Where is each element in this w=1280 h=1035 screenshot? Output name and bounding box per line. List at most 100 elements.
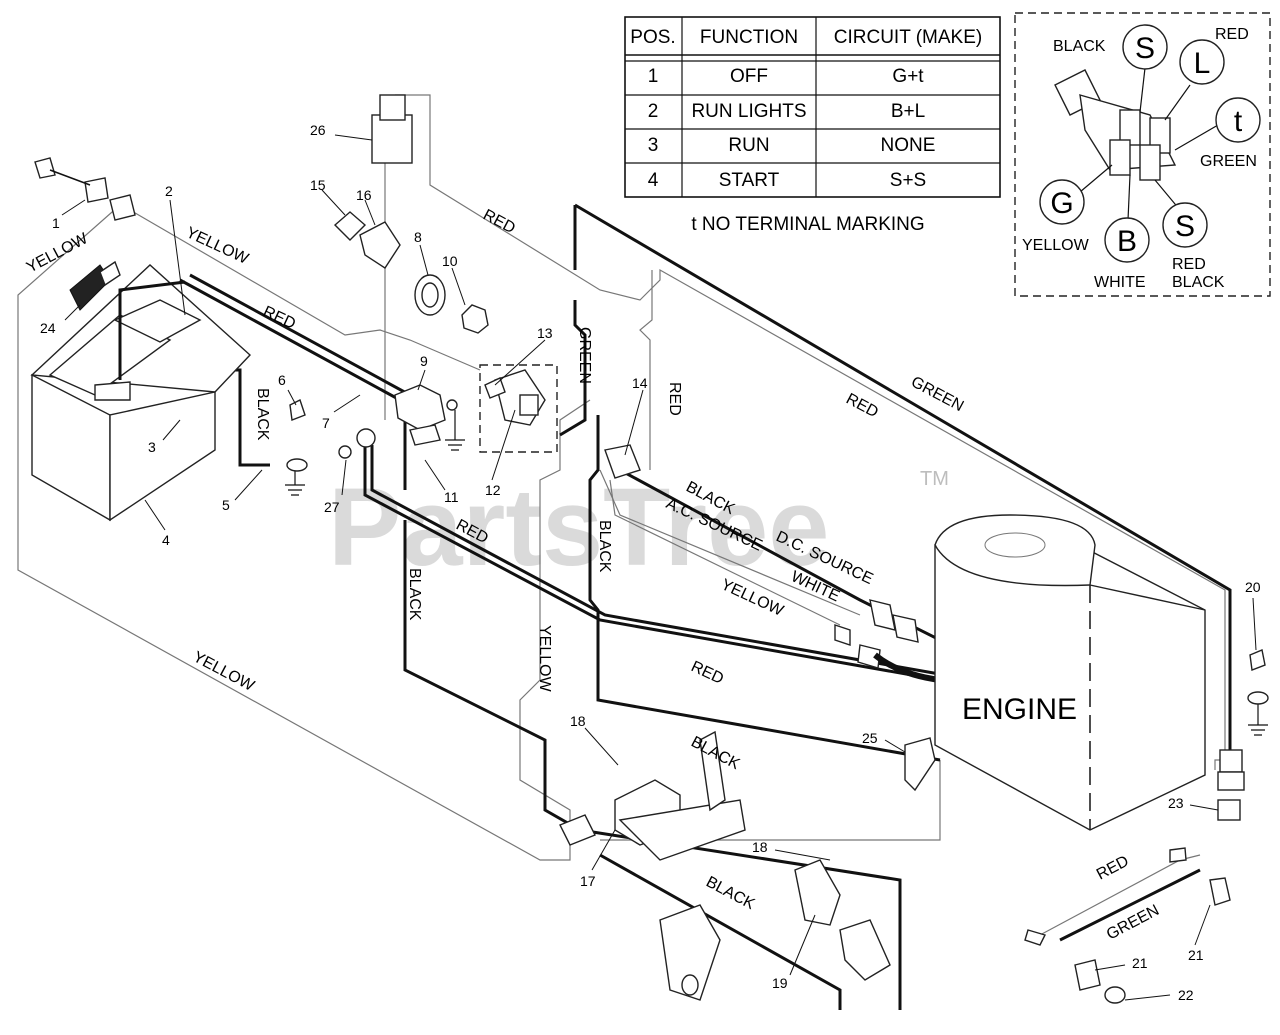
part-numbers: 1 2 3 4 5 6 7 8 9 10 11 12 13 14 15 16 1… (40, 122, 1261, 1003)
part-number: 8 (414, 229, 422, 245)
part-number: 4 (162, 532, 170, 548)
wire-label: YELLOW (183, 224, 251, 268)
wire-label: RED (666, 382, 683, 416)
table-cell: OFF (730, 66, 768, 87)
part-number: 26 (310, 122, 326, 138)
terminal-label: GREEN (1200, 153, 1257, 170)
terminal-label: RED (1215, 26, 1249, 43)
part-16 (359, 221, 401, 269)
part-number: 5 (222, 497, 230, 513)
ignition-terminal-diagram: S L t G B S BLACK RED GREEN YELLOW WHITE… (1022, 24, 1261, 291)
part-25 (904, 737, 936, 792)
ignition-switch-frame (479, 364, 558, 453)
part-number: 24 (40, 320, 56, 336)
part-number: 21 (1188, 947, 1204, 963)
part-number: 13 (537, 325, 553, 341)
terminal-b: B (1117, 225, 1137, 258)
terminal-g: G (1050, 187, 1073, 220)
terminal-label: BLACK (1053, 38, 1106, 55)
part-number: 2 (165, 183, 173, 199)
table-cell: START (719, 170, 780, 191)
table-cell: RUN LIGHTS (691, 101, 806, 122)
table-cell: S+S (890, 170, 926, 191)
wire-label: GREEN (576, 327, 593, 384)
part-number: 7 (322, 415, 330, 431)
wire-label: RED (480, 207, 518, 238)
terminal-label: YELLOW (1022, 237, 1090, 254)
wire-label: BLACK (703, 874, 758, 914)
part-number: 3 (148, 439, 156, 455)
wire-label: GREEN (1104, 902, 1162, 944)
part-number: 23 (1168, 795, 1184, 811)
battery (30, 264, 252, 522)
table-cell: 4 (648, 170, 659, 191)
wire-label: RED (1094, 853, 1132, 884)
part-9-solenoid (394, 384, 446, 431)
watermark-tm: TM (920, 468, 949, 490)
part-number: 18 (570, 713, 586, 729)
table-cell: 3 (648, 135, 659, 156)
table-cell: B+L (891, 101, 925, 122)
table-header-function: FUNCTION (700, 27, 798, 48)
terminal-label: WHITE (1094, 274, 1146, 291)
part-number: 27 (324, 499, 340, 515)
part-21-light (1209, 877, 1231, 906)
part-number: 14 (632, 375, 648, 391)
wire-label: YELLOW (536, 625, 553, 693)
engine-label: ENGINE (962, 693, 1077, 726)
part-number: 6 (278, 372, 286, 388)
part-23-connector (1219, 749, 1243, 773)
part-number: 19 (772, 975, 788, 991)
watermark-brand: PartsTree (328, 466, 829, 589)
table-cell: 2 (648, 101, 659, 122)
terminal-t: t (1234, 105, 1243, 138)
part-number: 20 (1245, 579, 1261, 595)
table-cell: G+t (892, 66, 924, 87)
part-number: 15 (310, 177, 326, 193)
wire-label: RED (843, 391, 881, 422)
part-number: 16 (356, 187, 372, 203)
part-number: 18 (752, 839, 768, 855)
part-number: 1 (52, 215, 60, 231)
ignition-key-icon (484, 377, 506, 399)
terminal-diagram-frame (1014, 12, 1271, 297)
wire-label: YELLOW (24, 230, 92, 277)
table-header-circuit: CIRCUIT (MAKE) (834, 27, 982, 48)
wire-label: GREEN (908, 374, 966, 416)
terminal-l: L (1194, 47, 1211, 80)
table-cell: 1 (648, 66, 659, 87)
part-number: 25 (862, 730, 878, 746)
part-number: 11 (444, 489, 459, 505)
table-header-pos: POS. (630, 27, 675, 48)
table-cell: NONE (881, 135, 936, 156)
thick-wires (179, 203, 1232, 1010)
part-15 (333, 211, 367, 241)
table-note: t NO TERMINAL MARKING (691, 214, 924, 235)
part-number: 9 (420, 353, 428, 369)
part-14-connector (604, 444, 641, 479)
part-22-bulb (1104, 986, 1126, 1004)
part-26-switch (371, 114, 413, 164)
wire-label: BLACK (254, 388, 271, 441)
part-10-nut (461, 304, 489, 334)
part-1-plug (34, 157, 56, 179)
table-cell: RUN (728, 135, 769, 156)
wire-label: RED (688, 658, 726, 688)
part-number: 21 (1132, 955, 1148, 971)
part-number: 10 (442, 253, 458, 269)
part-number: 22 (1178, 987, 1194, 1003)
part-number: 17 (580, 873, 596, 889)
part-number: 12 (485, 482, 501, 498)
part-leader-lines (61, 134, 1257, 1001)
part-21-light (1074, 959, 1101, 991)
wire-label: BLACK (596, 520, 613, 573)
wire-label: BLACK (406, 568, 423, 621)
terminal-label: RED (1172, 256, 1206, 273)
terminal-s-bottom: S (1175, 210, 1195, 243)
switch-function-table: POS. FUNCTION CIRCUIT (MAKE) 1 OFF G+t 2… (624, 16, 1001, 235)
part-27-washer (356, 428, 376, 448)
part-19-switch (794, 859, 841, 926)
terminal-s-top: S (1135, 32, 1155, 65)
